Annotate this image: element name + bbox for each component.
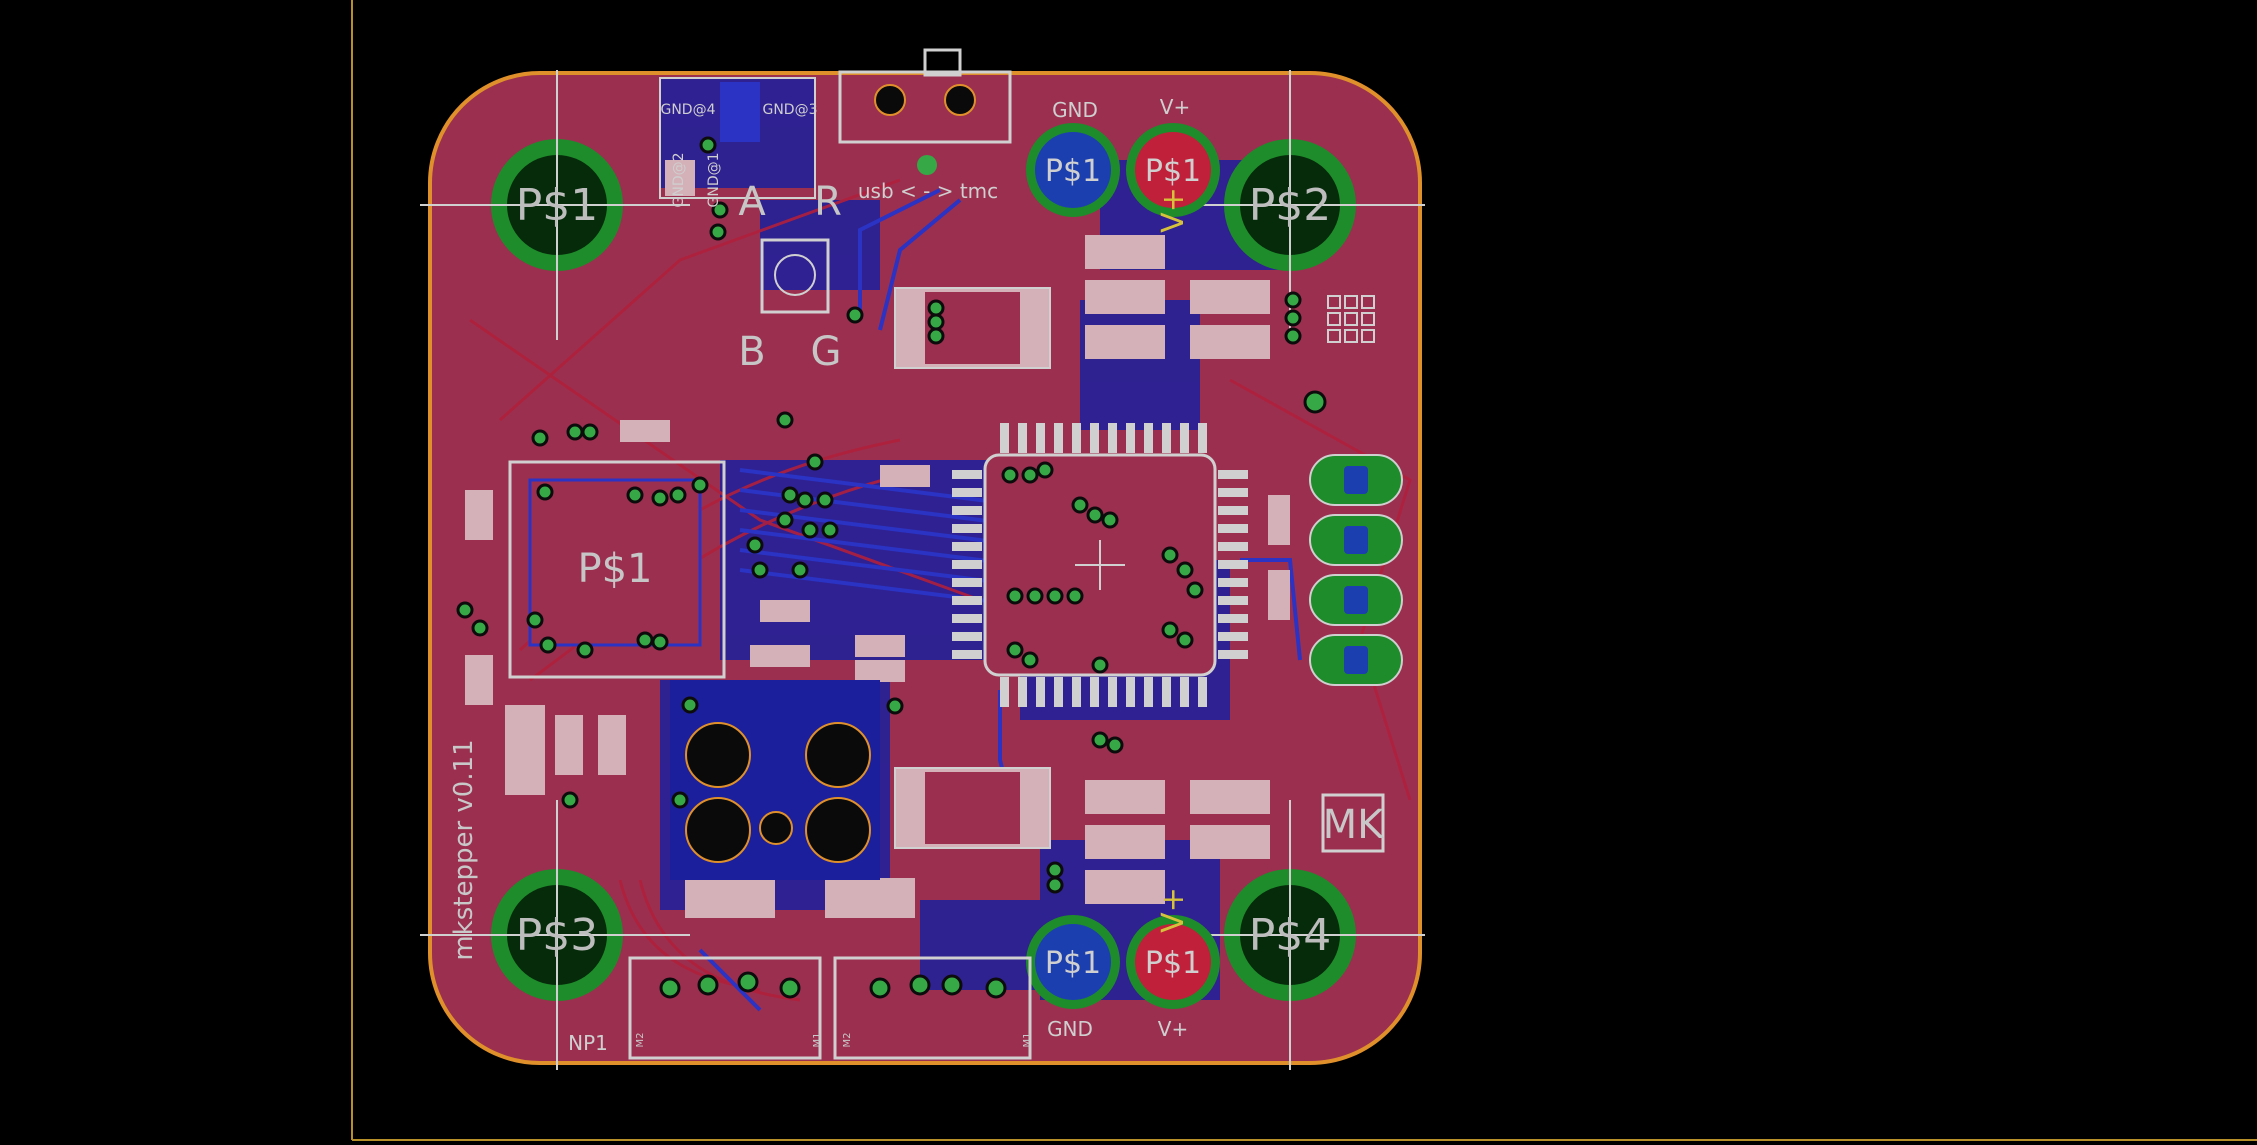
motor-output-pads[interactable] xyxy=(1309,454,1403,686)
mount-label-3: P$3 xyxy=(516,910,599,961)
gnd-pad-label-4: GND@4 xyxy=(660,102,715,118)
tiny-label-2: M1 xyxy=(812,1033,823,1048)
power-header-bottom[interactable] xyxy=(1026,915,1220,1009)
mount-label-4: P$4 xyxy=(1249,910,1332,961)
tiny-label-4: M1 xyxy=(1022,1033,1033,1048)
tiny-label-3: M2 xyxy=(842,1033,853,1048)
gnd-pad-label-3: GND@3 xyxy=(762,102,817,118)
smd-passives[interactable] xyxy=(465,235,1290,918)
rgb-led[interactable] xyxy=(760,238,830,314)
top-gnd-label: GND xyxy=(1052,98,1098,122)
vplus-silk-top: V+ xyxy=(1156,187,1191,233)
chip-label: P$1 xyxy=(577,546,652,592)
motor-output-pad-centers xyxy=(1344,466,1368,674)
mount-label-1: P$1 xyxy=(516,180,599,231)
mcu-chip[interactable] xyxy=(952,423,1248,707)
power-header-top[interactable] xyxy=(1026,123,1220,217)
slide-switch[interactable] xyxy=(838,48,1012,175)
regulator-component[interactable] xyxy=(659,77,816,199)
led-label-b: B xyxy=(738,329,765,375)
led-label-r: R xyxy=(814,179,842,225)
bottom-vplus-pad-label: P$1 xyxy=(1145,946,1201,981)
barrel-connector[interactable] xyxy=(670,680,880,880)
mk-logo xyxy=(1321,793,1385,853)
bottom-gnd-pad-label: P$1 xyxy=(1045,946,1101,981)
bottom-vplus-label: V+ xyxy=(1158,1017,1188,1041)
vias xyxy=(456,136,1327,999)
logo-text: MK xyxy=(1323,802,1386,848)
top-vplus-pad-label: P$1 xyxy=(1145,154,1201,189)
bottom-connector-left[interactable] xyxy=(628,956,822,1060)
qr-grid-icon xyxy=(1327,295,1375,343)
mount-label-2: P$2 xyxy=(1249,180,1332,231)
vplus-silk-bottom: V+ xyxy=(1156,887,1191,933)
gnd-pad-label-1: GND@1 xyxy=(706,152,722,207)
board-name: mkstepper v0.11 xyxy=(449,739,479,960)
np-label: NP1 xyxy=(568,1031,608,1055)
tiny-label-1: M2 xyxy=(635,1033,646,1048)
bottom-connector-right[interactable] xyxy=(833,956,1032,1060)
switch-label: usb < - > tmc xyxy=(858,179,998,203)
top-vplus-label: V+ xyxy=(1160,95,1190,119)
driver-chip[interactable] xyxy=(508,460,726,679)
bottom-gnd-label: GND xyxy=(1047,1017,1093,1041)
top-gnd-pad-label: P$1 xyxy=(1045,154,1101,189)
led-label-a: A xyxy=(738,179,766,225)
gnd-pad-label-2: GND@2 xyxy=(671,152,687,207)
led-label-g: G xyxy=(811,329,842,375)
